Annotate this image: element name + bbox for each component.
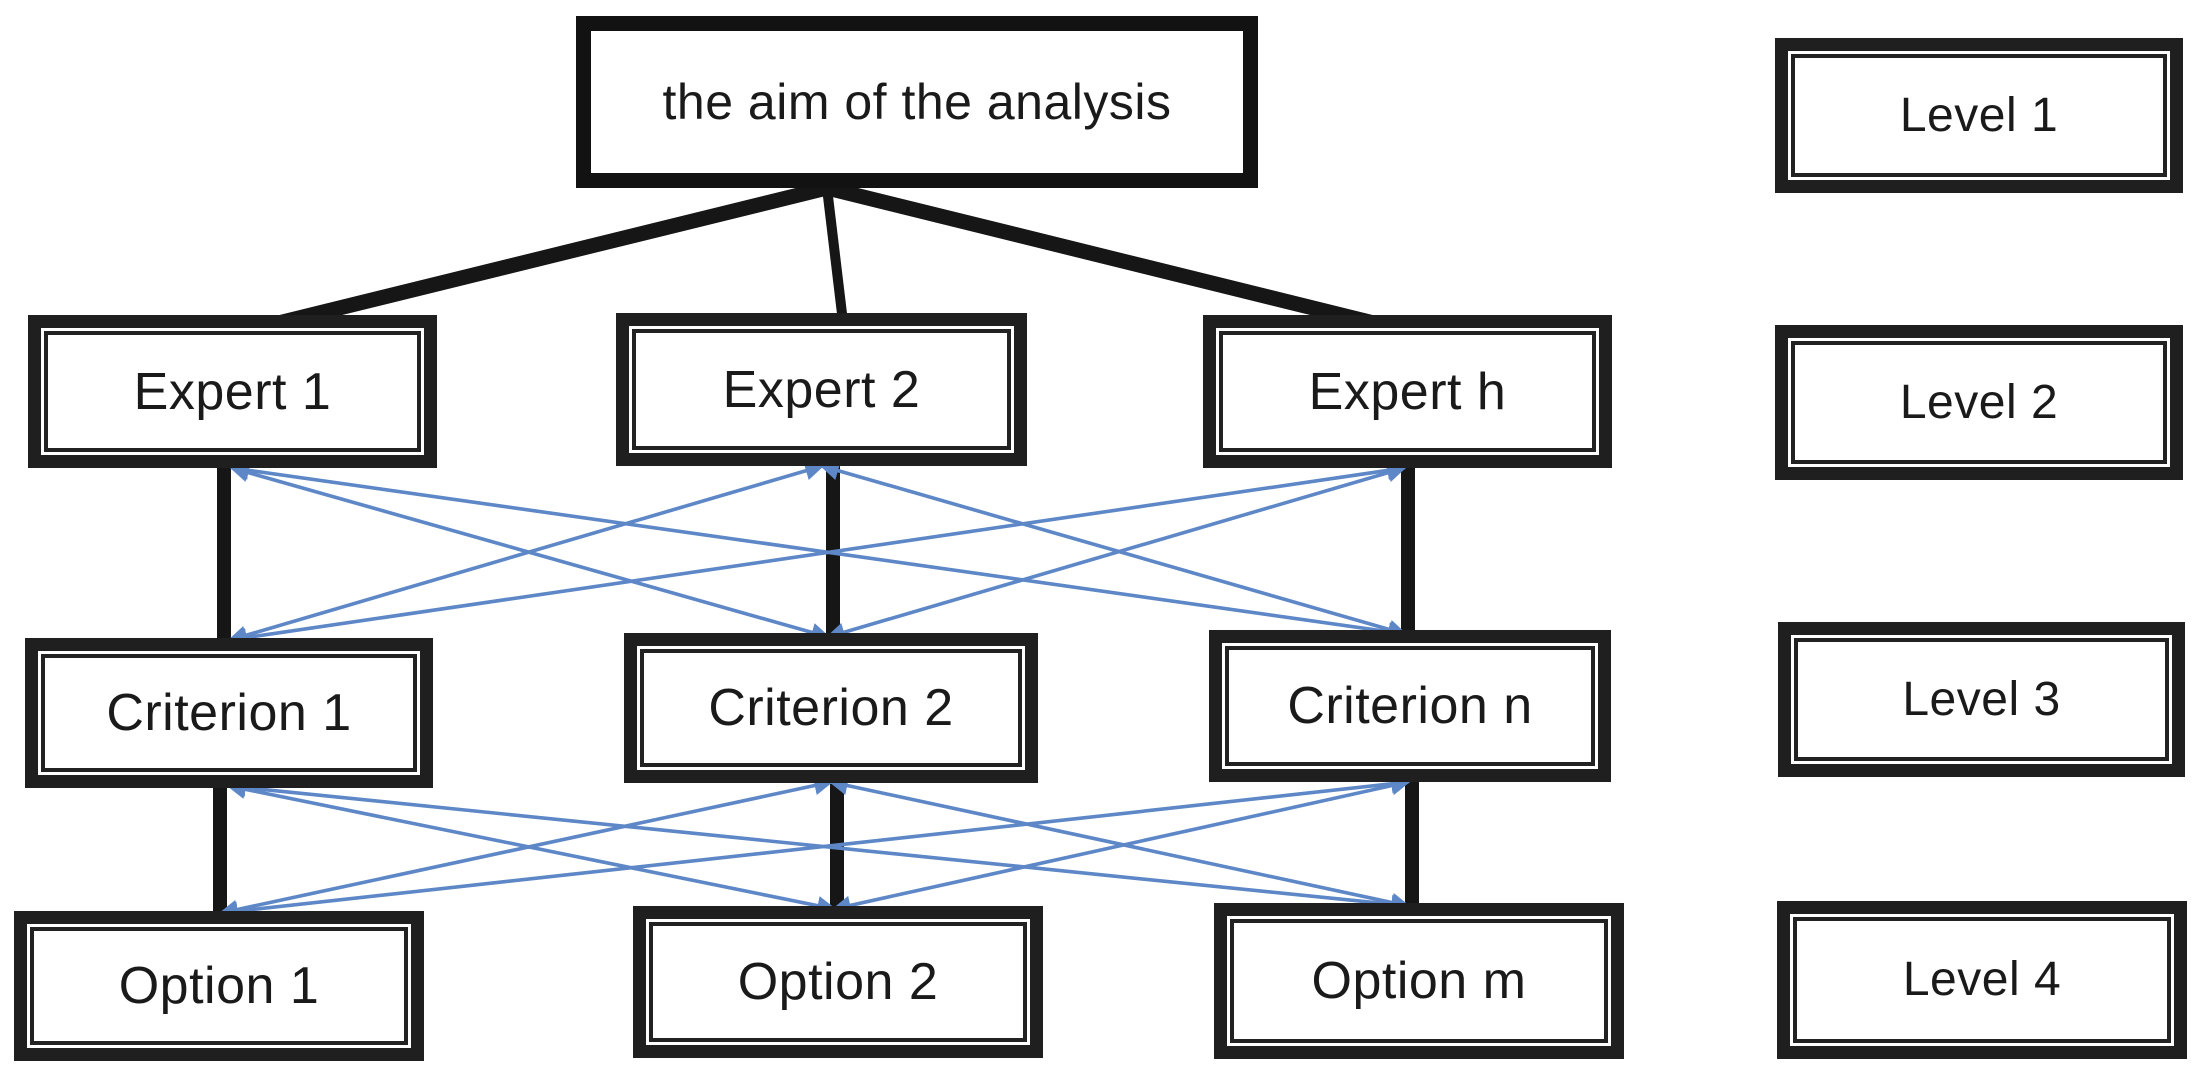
legend-label: Level 3: [1902, 672, 2061, 726]
aim-box: the aim of the analysis: [576, 16, 1258, 188]
node-expert-2: Expert 2: [616, 313, 1027, 466]
node-label: Expert 2: [722, 360, 921, 419]
legend-label: Level 1: [1899, 88, 2059, 142]
node-label: Option 2: [737, 953, 939, 1011]
aim-label: the aim of the analysis: [662, 74, 1172, 130]
edge-criterionn-option2: [831, 776, 1411, 915]
edge-experth-criterion2: [825, 463, 1407, 642]
node-option-1: Option 1: [14, 911, 424, 1061]
node-criterion-n: Criterion n: [1209, 630, 1611, 782]
node-criterion-1: Criterion 1: [25, 638, 433, 788]
edge-expert2-criterionn: [819, 461, 1408, 639]
node-expert-1: Expert 1: [28, 315, 437, 468]
node-option-2: Option 2: [633, 906, 1043, 1058]
edge-aim-expert1: [254, 180, 835, 335]
node-expert-h: Expert h: [1203, 315, 1612, 468]
node-option-m: Option m: [1214, 903, 1624, 1059]
node-label: Option m: [1311, 952, 1527, 1010]
legend-level-4: Level 4: [1777, 901, 2187, 1059]
node-criterion-2: Criterion 2: [624, 633, 1038, 783]
node-label: Expert h: [1308, 362, 1507, 421]
legend-level-1: Level 1: [1775, 38, 2183, 193]
legend-level-2: Level 2: [1775, 325, 2183, 480]
legend-label: Level 4: [1902, 953, 2062, 1006]
node-label: Expert 1: [133, 362, 332, 421]
node-label: Criterion 1: [106, 684, 352, 742]
node-label: Criterion 2: [708, 679, 954, 737]
node-label: Criterion n: [1287, 677, 1533, 735]
node-label: Option 1: [118, 957, 320, 1015]
edge-aim-experth: [819, 180, 1398, 335]
edge-aim-expert2: [822, 187, 848, 323]
legend-label: Level 2: [1899, 375, 2059, 429]
legend-level-3: Level 3: [1778, 622, 2185, 777]
